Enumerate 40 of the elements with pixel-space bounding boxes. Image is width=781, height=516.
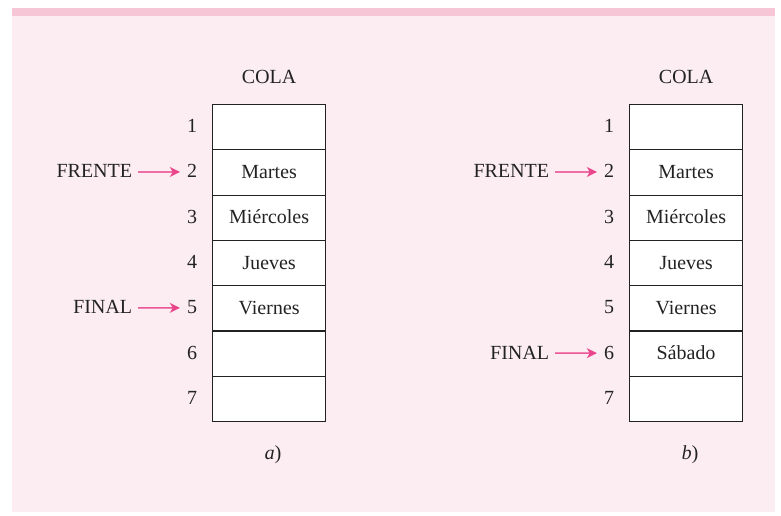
empty-queue-cell <box>212 376 326 422</box>
empty-queue-cell <box>212 330 326 377</box>
index-number: 2 <box>599 158 619 185</box>
index-number: 3 <box>603 204 615 230</box>
arrow <box>555 348 598 358</box>
queue-cell: Martes <box>212 149 326 196</box>
queue-cell: Martes <box>629 149 743 196</box>
pointer-label: FINAL <box>30 294 132 321</box>
empty-queue-cell <box>629 376 743 422</box>
index-number: 4 <box>603 250 615 276</box>
empty-queue-cell <box>629 104 743 150</box>
index-number: 1 <box>186 114 198 140</box>
arrow <box>555 166 598 178</box>
index-number: 5 <box>182 294 202 321</box>
array-title: COLA <box>658 66 714 89</box>
index-number: 3 <box>186 204 198 230</box>
index-number: 6 <box>599 340 619 366</box>
queue-cell: Jueves <box>212 240 326 286</box>
index-number: 5 <box>603 295 615 320</box>
queue-cell: Jueves <box>629 240 743 286</box>
queue-cell: Sábado <box>629 330 743 377</box>
queue-cell: Viernes <box>212 285 326 332</box>
index-number: 1 <box>603 114 615 140</box>
arrow <box>138 302 180 314</box>
pointer-label: FINAL <box>447 340 549 366</box>
empty-queue-cell <box>212 104 326 150</box>
subfigure-label: b) <box>680 440 700 466</box>
subfigure-label: a) <box>264 440 282 466</box>
queue-cell: Miércoles <box>629 194 743 241</box>
queue-cell: Viernes <box>629 285 743 332</box>
index-number: 7 <box>186 386 198 411</box>
index-number: 7 <box>603 386 615 411</box>
arrow <box>138 166 180 178</box>
index-number: 4 <box>186 250 198 276</box>
index-number: 2 <box>182 158 202 185</box>
queue-cell: Miércoles <box>212 194 326 241</box>
pointer-label: FRENTE <box>30 158 132 185</box>
pointer-label: FRENTE <box>447 158 549 185</box>
array-title: COLA <box>240 66 298 89</box>
index-number: 6 <box>186 340 198 366</box>
